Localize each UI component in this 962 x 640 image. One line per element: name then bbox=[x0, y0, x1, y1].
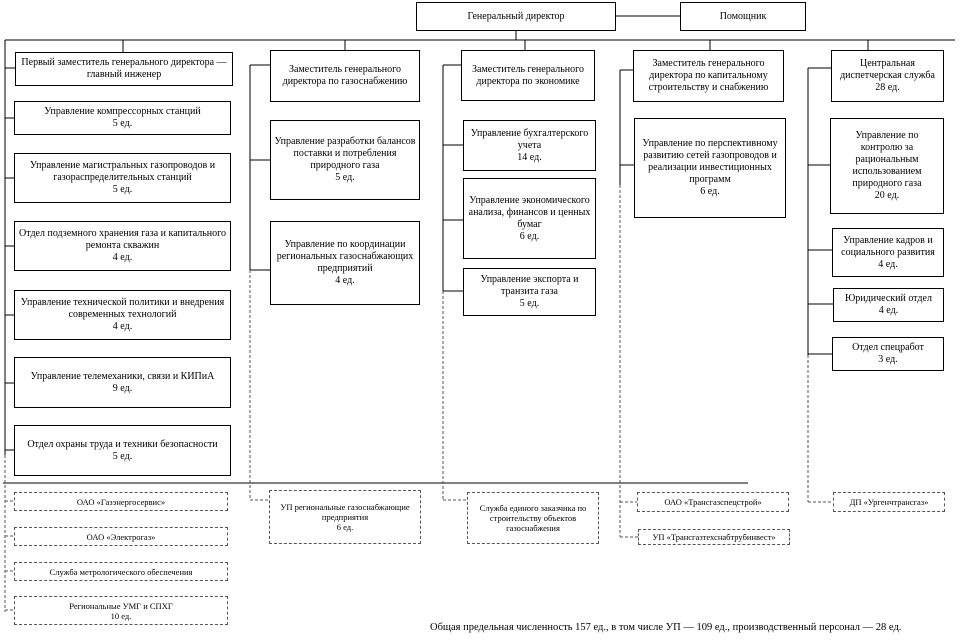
first-deputy-box: Первый заместитель генерального директор… bbox=[15, 52, 233, 86]
subsidiary-metrology: Служба метрологического обеспечения bbox=[14, 562, 228, 581]
general-director-box: Генеральный директор bbox=[416, 2, 616, 31]
unit-underground-storage: Отдел подземного хранения газа и капитал… bbox=[14, 221, 231, 271]
unit-compressor-stations: Управление компрессорных станций 5 ед. bbox=[14, 101, 231, 135]
unit-labor-safety: Отдел охраны труда и техники безопасност… bbox=[14, 425, 231, 476]
unit-perspective-development: Управление по перспективному развитию се… bbox=[634, 118, 786, 218]
subsidiary-transgaztekhsnab: УП «Трансгазтехснабтрубинвест» bbox=[638, 529, 790, 545]
unit-technical-policy: Управление технической политики и внедре… bbox=[14, 290, 231, 340]
unit-balances-supply: Управление разработки балансов поставки … bbox=[270, 120, 420, 200]
unit-rational-use-control: Управление по контролю за рациональным и… bbox=[830, 118, 944, 214]
unit-hr-social: Управление кадров и социального развития… bbox=[832, 228, 944, 277]
subsidiary-regional-gas-enterprises: УП региональные газоснабжающие предприят… bbox=[269, 490, 421, 544]
subsidiary-transgazspetsstroy: ОАО «Трансгазспецстрой» bbox=[637, 492, 789, 512]
unit-accounting: Управление бухгалтерского учета 14 ед. bbox=[463, 120, 596, 171]
subsidiary-gazenergoservis: ОАО «Газэнергосервис» bbox=[14, 492, 228, 511]
deputy-economics-box: Заместитель генерального директора по эк… bbox=[461, 50, 595, 101]
total-staff-footer: Общая предельная численность 157 ед., в … bbox=[430, 622, 902, 633]
subsidiary-regional-umg: Региональные УМГ и СПХГ 10 ед. bbox=[14, 596, 228, 625]
subsidiary-single-customer: Служба единого заказчика по строительств… bbox=[467, 492, 599, 544]
unit-special-works: Отдел спецработ 3 ед. bbox=[832, 337, 944, 371]
unit-gas-pipelines: Управление магистральных газопроводов и … bbox=[14, 153, 231, 203]
deputy-construction-box: Заместитель генерального директора по ка… bbox=[633, 50, 784, 102]
unit-export-transit: Управление экспорта и транзита газа 5 ед… bbox=[463, 268, 596, 316]
unit-regional-coordination: Управление по координации региональных г… bbox=[270, 221, 420, 305]
deputy-gas-supply-box: Заместитель генерального директора по га… bbox=[270, 50, 420, 102]
assistant-box: Помощник bbox=[680, 2, 806, 31]
unit-legal: Юридический отдел 4 ед. bbox=[833, 288, 944, 322]
subsidiary-elektrogaz: ОАО «Электрогаз» bbox=[14, 527, 228, 546]
unit-economic-analysis: Управление экономического анализа, финан… bbox=[463, 178, 596, 259]
subsidiary-urgenchtransgaz: ДП «Ургенчтрансгаз» bbox=[833, 492, 945, 512]
dispatch-service-box: Центральная диспетчерская служба 28 ед. bbox=[831, 50, 944, 102]
unit-telemechanics: Управление телемеханики, связи и КИПиА 9… bbox=[14, 357, 231, 408]
